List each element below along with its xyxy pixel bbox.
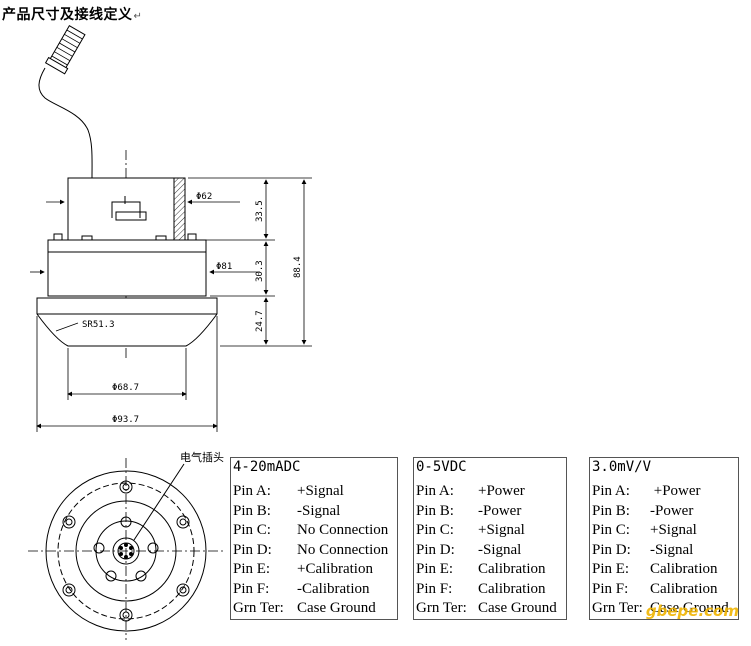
wiring-header: 0-5VDC <box>416 459 467 475</box>
pin-function: Calibration <box>478 561 546 577</box>
pin-function: Calibration <box>650 580 718 597</box>
pin-function: Case Ground <box>650 600 729 616</box>
pin-function: +Power <box>650 483 701 499</box>
pin-label: Pin F: <box>233 580 270 597</box>
dim-diameter-62: Φ62 <box>196 192 212 202</box>
sensor-top-view <box>28 458 224 640</box>
pin-label: Grn Ter: <box>416 600 467 616</box>
pin-label: Pin B: <box>416 502 454 519</box>
dim-sphere-radius: SR51.3 <box>82 320 115 330</box>
sensor-side-view <box>36 150 218 360</box>
pin-function: +Signal <box>650 522 697 538</box>
pin-label: Pin B: <box>233 502 271 519</box>
pin-label: Pin C: <box>592 522 630 538</box>
pin-label: Pin C: <box>233 522 271 538</box>
wiring-table-0-5vdc: 0-5VDC Pin A: +Power Pin B: -Power Pin C: +… <box>413 457 567 620</box>
pin-function: -Signal <box>297 502 341 519</box>
pin-function: Calibration <box>478 580 546 597</box>
wiring-table-4-20madc: 4-20mADC Pin A: +Signal Pin B: -Signal Pin… <box>230 457 398 620</box>
dim-height-33-5: 33.5 <box>255 200 265 222</box>
pin-function: -Calibration <box>297 580 370 597</box>
dimension-lines <box>30 177 312 432</box>
pin-function: No Connection <box>297 541 389 558</box>
dim-diameter-93-7: Φ93.7 <box>112 415 139 425</box>
pin-function: -Power <box>478 502 522 519</box>
pin-label: Pin F: <box>416 580 453 597</box>
pin-label: Pin A: <box>233 483 271 499</box>
page-title: 产品尺寸及接线定义↵ <box>2 4 142 24</box>
pin-function: Calibration <box>650 561 718 577</box>
pin-label: Pin A: <box>416 483 454 499</box>
pin-label: Pin C: <box>416 522 454 538</box>
pin-function: -Signal <box>650 541 694 558</box>
pin-label: Pin E: <box>233 561 271 577</box>
pin-function: -Power <box>650 502 694 519</box>
pin-label: Pin F: <box>592 580 629 597</box>
dim-height-24-7: 24.7 <box>255 310 265 332</box>
dim-height-88-4: 88.4 <box>293 256 303 278</box>
dim-diameter-81: Φ81 <box>216 262 232 272</box>
pin-function: +Signal <box>297 483 344 499</box>
watermark: gbepe.com <box>645 602 739 620</box>
pin-label: Pin D: <box>416 541 455 558</box>
pin-label: Pin A: <box>592 483 630 499</box>
wiring-header: 4-20mADC <box>233 459 301 475</box>
dim-height-30-3: 30.3 <box>255 260 265 282</box>
pin-label: Grn Ter: <box>233 600 284 616</box>
title-text: 产品尺寸及接线定义 <box>2 7 133 23</box>
pin-label: Pin B: <box>592 502 630 519</box>
pin-function: Case Ground <box>297 600 376 616</box>
pin-label: Pin E: <box>416 561 454 577</box>
pin-function: +Signal <box>478 522 525 538</box>
pin-function: +Power <box>478 483 525 499</box>
connector-label: 电气插头 <box>180 450 224 464</box>
pin-function: +Calibration <box>297 561 373 577</box>
pin-label: Pin E: <box>592 561 630 577</box>
pin-function: Case Ground <box>478 600 557 616</box>
wiring-header: 3.0mV/V <box>592 459 652 475</box>
dim-diameter-68-7: Φ68.7 <box>112 383 139 393</box>
pin-function: -Signal <box>478 541 522 558</box>
return-mark-icon: ↵ <box>133 11 143 22</box>
pin-function: No Connection <box>297 522 389 538</box>
pin-label: Pin D: <box>592 541 631 558</box>
pin-label: Pin D: <box>233 541 272 558</box>
pin-label: Grn Ter: <box>592 600 643 616</box>
wiring-table-3-0mv-v: 3.0mV/V Pin A: +Power Pin B: -Power Pin C… <box>589 457 739 620</box>
cable-connector-drawing <box>38 24 103 201</box>
